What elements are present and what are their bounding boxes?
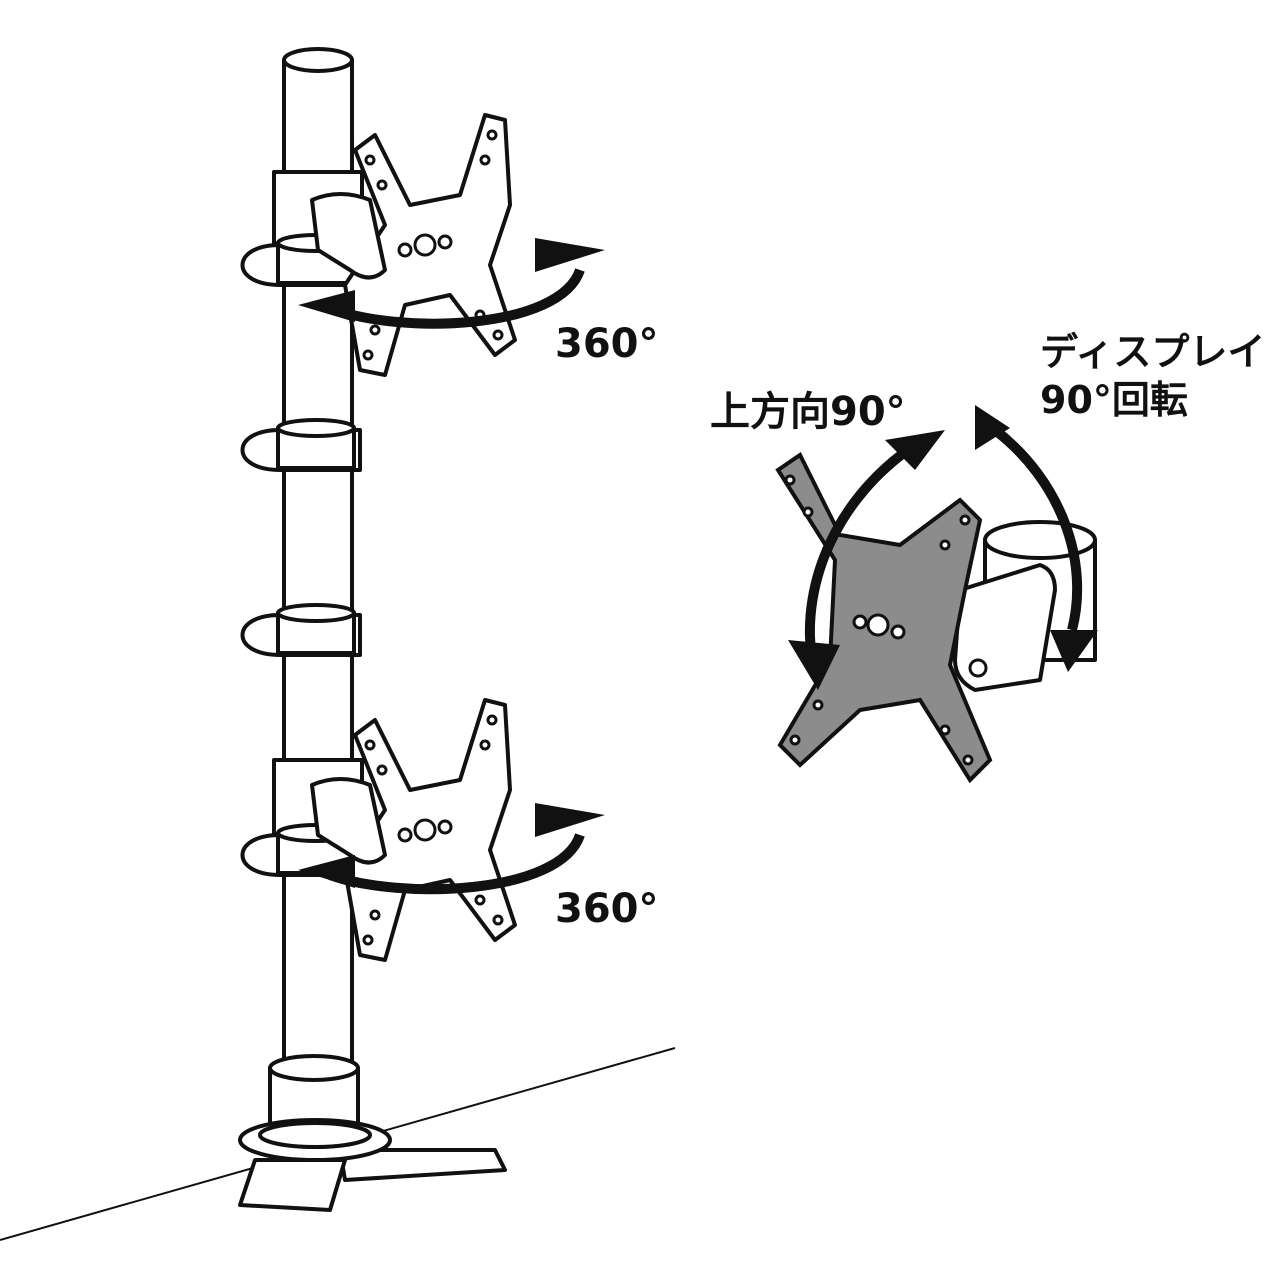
lower-rotation-arrow: [298, 803, 605, 895]
upper-rotation-label: 360°: [555, 321, 659, 367]
lower-rotation-label: 360°: [555, 886, 659, 932]
clamp-ring-3: [240, 603, 362, 657]
tilt-label: 上方向90°: [710, 389, 906, 435]
tilt-arrow: [788, 430, 945, 690]
desk-base: [238, 1118, 507, 1212]
display-rotation-label-line2: 90°回転: [1040, 378, 1188, 422]
upper-tilt-joint: [310, 192, 387, 280]
upper-rotation-arrow: [298, 238, 605, 329]
display-rotation-arrow: [975, 405, 1098, 672]
display-rotation-label-line1: ディスプレイ: [1040, 330, 1265, 374]
head-unit-detail: [775, 452, 1097, 784]
clamp-ring-2: [240, 418, 362, 472]
